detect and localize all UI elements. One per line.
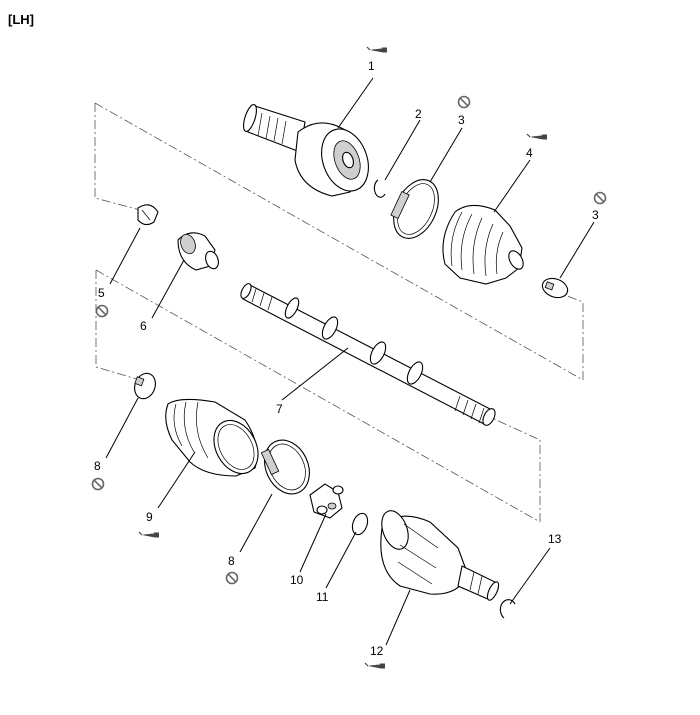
callout-5: 5	[98, 286, 105, 300]
damper-clip	[137, 204, 159, 226]
circlip-outer	[373, 179, 386, 198]
callout-3-right: 3	[592, 208, 599, 222]
callout-1: 1	[368, 59, 375, 73]
grease-tube-icon	[364, 662, 386, 670]
callout-10: 10	[290, 573, 304, 587]
callout-4: 4	[526, 146, 533, 160]
callout-9: 9	[146, 510, 153, 524]
callout-2: 2	[415, 107, 422, 121]
grease-tube-icon	[526, 133, 548, 141]
callout-13: 13	[548, 532, 562, 546]
boot-band-small-inner	[134, 372, 156, 400]
dynamic-damper	[177, 232, 219, 271]
do-not-reuse-icon	[95, 304, 109, 318]
drive-shaft	[240, 283, 496, 426]
callout-11: 11	[316, 590, 329, 604]
callout-3-upper: 3	[458, 113, 465, 127]
side-label: [LH]	[8, 12, 34, 27]
do-not-reuse-icon	[593, 191, 607, 205]
grease-tube-icon	[366, 46, 388, 54]
callout-7: 7	[276, 402, 283, 416]
do-not-reuse-icon	[91, 477, 105, 491]
circlip-spider	[351, 512, 369, 536]
boot-band-large-inner	[260, 439, 310, 495]
callout-8-left: 8	[94, 459, 101, 473]
do-not-reuse-icon	[225, 571, 239, 585]
boot-band-large-outer	[390, 179, 439, 239]
do-not-reuse-icon	[457, 95, 471, 109]
spider-assembly	[309, 483, 344, 519]
grease-tube-icon	[138, 531, 160, 539]
leader-lines	[105, 77, 595, 646]
boot-band-small-outer	[541, 277, 569, 299]
outer-cv-joint	[243, 104, 369, 197]
circlip-end	[499, 599, 516, 619]
outer-boot	[442, 204, 524, 285]
callout-numbers: 1 2 3 4 3 5 6 7 8 9 8 10 11 12 13	[94, 59, 599, 658]
callout-8-center: 8	[228, 554, 235, 568]
assembly-guide-lines	[94, 102, 584, 523]
inner-joint-housing	[380, 510, 500, 601]
callout-12: 12	[370, 644, 384, 658]
callout-6: 6	[140, 319, 147, 333]
inner-boot	[165, 398, 259, 477]
